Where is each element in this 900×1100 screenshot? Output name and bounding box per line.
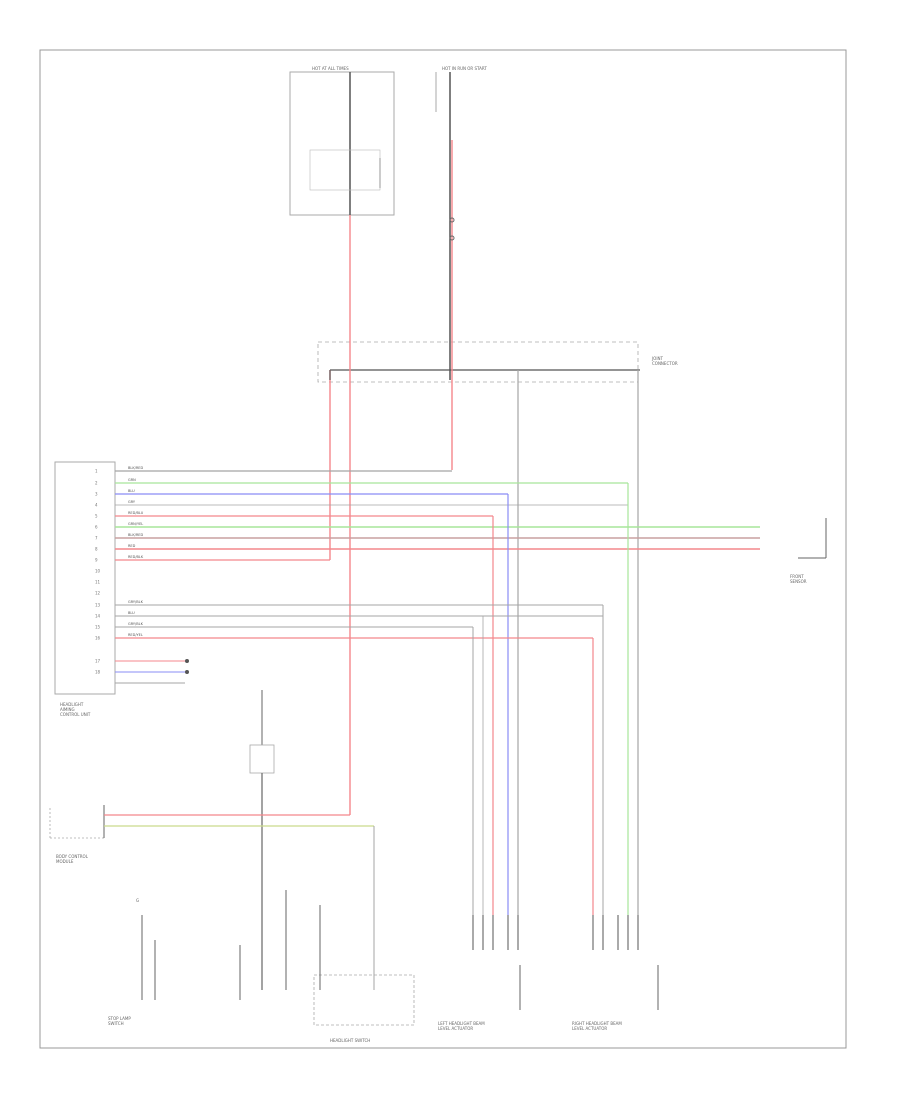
module-pin-4: 4 [95, 503, 98, 508]
module-wire-label: RED [128, 544, 136, 548]
module-wire-label: GRY/BLK [128, 600, 144, 604]
module-pin-1: 1 [95, 469, 98, 474]
module-pin-11: 11 [95, 580, 101, 585]
instrument-panel-fuse-box: HOT IN RUN OR START [435, 66, 487, 380]
headlight-switch: HEADLIGHT SWITCH [239, 890, 415, 1043]
module-pin-3: 3 [95, 492, 98, 497]
ground-label: G [136, 898, 139, 903]
module-pin-8: 8 [95, 547, 98, 552]
module-pin-5: 5 [95, 514, 98, 519]
module-pin-7: 7 [95, 536, 98, 541]
module-wire-label: BLU [128, 611, 135, 615]
module-pin-13: 13 [95, 603, 101, 608]
module-wire-label: GRY [128, 500, 136, 504]
module-pin-2: 2 [95, 481, 98, 486]
module-wire-label: BLK/RED [128, 466, 143, 470]
module-wire-label: GRY/BLK [128, 622, 144, 626]
module-pin-9: 9 [95, 558, 98, 563]
module-wire-label: RED/YEL [128, 633, 143, 637]
headlight-switch-label: HEADLIGHT SWITCH [330, 1038, 370, 1043]
engine-room-fuse-box: HOT AT ALL TIMES [289, 66, 395, 216]
module-wire-label: BLU [128, 489, 135, 493]
module-wire-label: RED/BLU [128, 511, 144, 515]
module-wire-label: RED/BLK [128, 555, 144, 559]
module-pin-10: 10 [95, 569, 101, 574]
module-wire-label: GRN/YEL [128, 522, 143, 526]
module-pin-12: 12 [95, 591, 101, 596]
module-pin-16: 16 [95, 636, 101, 641]
module-pin-18: 18 [95, 670, 101, 675]
module-wire-label: GRN [128, 478, 136, 482]
module-pin-17: 17 [95, 659, 101, 664]
module-wire-label: BLK/RED [128, 533, 143, 537]
module-pin-6: 6 [95, 525, 98, 530]
diagram-frame [39, 49, 847, 1049]
hot-top-left-label: HOT AT ALL TIMES [312, 66, 349, 71]
module-pin-15: 15 [95, 625, 101, 630]
module-pin-14: 14 [95, 614, 101, 619]
module-wire-labels: BLK/RED GRN BLU GRY RED/BLU GRN/YEL BLK/RED RED… [128, 466, 144, 637]
hot-top-right-label: HOT IN RUN OR START [442, 66, 487, 71]
